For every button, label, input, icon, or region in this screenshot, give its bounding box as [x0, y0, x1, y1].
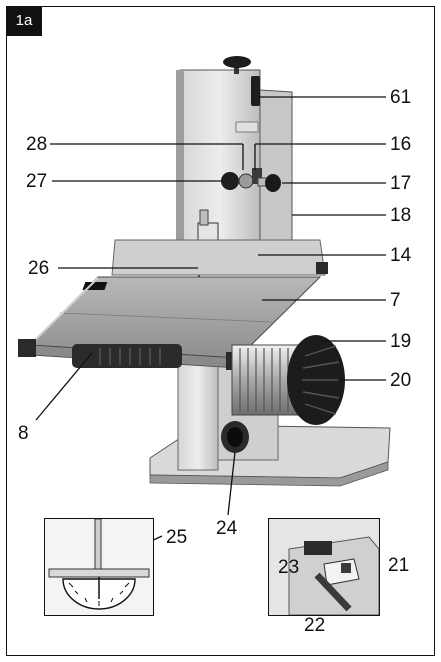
callout-8: 8 [18, 423, 29, 444]
callout-25: 25 [166, 527, 188, 548]
inset-miter-scale [44, 518, 154, 616]
callout-14: 14 [390, 245, 412, 266]
callout-24: 24 [216, 518, 238, 539]
guide-knobs [221, 168, 281, 192]
callout-20: 20 [390, 370, 412, 391]
callout-7: 7 [390, 290, 401, 311]
inset-table-tilt [268, 518, 380, 616]
dust-port [221, 421, 249, 453]
callout-61: 61 [390, 87, 412, 108]
motor [231, 335, 345, 425]
callout-18: 18 [390, 205, 412, 226]
figure-tag: 1a [6, 6, 42, 36]
leader-lines [35, 96, 386, 611]
callout-28: 28 [26, 134, 48, 155]
figure-frame [6, 6, 435, 656]
callout-21: 21 [388, 555, 410, 576]
callout-19: 19 [390, 331, 412, 352]
callout-23: 23 [278, 557, 300, 578]
table-tilt-drawing [269, 519, 379, 615]
callout-22: 22 [304, 615, 326, 636]
miter-scale-drawing [48, 519, 150, 610]
callout-16: 16 [390, 134, 412, 155]
callout-26: 26 [28, 258, 50, 279]
tension-knob [223, 56, 251, 74]
quick-release-lever [251, 76, 260, 106]
callout-17: 17 [390, 173, 412, 194]
callout-27: 27 [26, 171, 48, 192]
